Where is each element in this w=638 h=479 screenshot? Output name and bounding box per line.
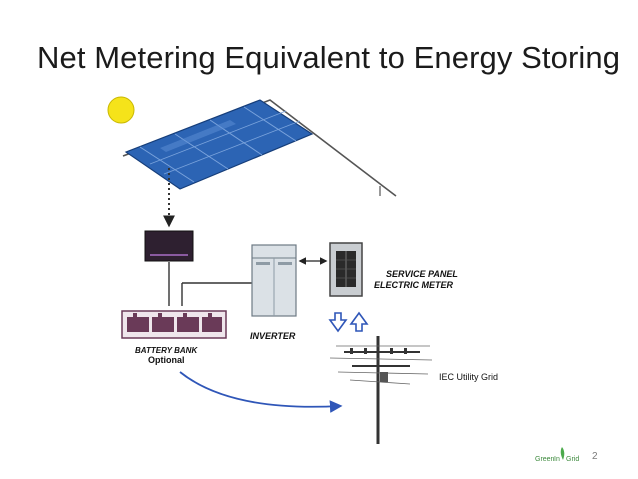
inverter-label: INVERTER [250, 331, 296, 341]
up-arrow-icon [349, 311, 369, 332]
inverter-unit [251, 244, 297, 317]
sun-icon [107, 96, 135, 124]
down-arrow-icon [328, 312, 348, 333]
service-panel [329, 242, 363, 297]
service-panel-label: SERVICE PANEL [386, 269, 458, 279]
solar-panel-array [124, 99, 314, 190]
charge-controller [144, 230, 194, 262]
battery-to-grid-arrow [179, 371, 343, 413]
utility-pole [329, 336, 433, 444]
optional-label: Optional [148, 355, 185, 365]
battery-bank [121, 310, 227, 339]
svg-text:Grid: Grid [566, 456, 579, 463]
green-in-grid-logo: Green In Grid [535, 447, 579, 463]
page-number: 2 [592, 451, 598, 462]
svg-text:In: In [554, 456, 560, 463]
electric-meter-label: ELECTRIC METER [374, 280, 454, 290]
battery-bank-label: BATTERY BANK [135, 346, 198, 355]
grid-label: IEC Utility Grid [439, 372, 498, 382]
svg-text:Green: Green [535, 456, 555, 463]
slide-title: Net Metering Equivalent to Energy Storin… [37, 40, 621, 75]
